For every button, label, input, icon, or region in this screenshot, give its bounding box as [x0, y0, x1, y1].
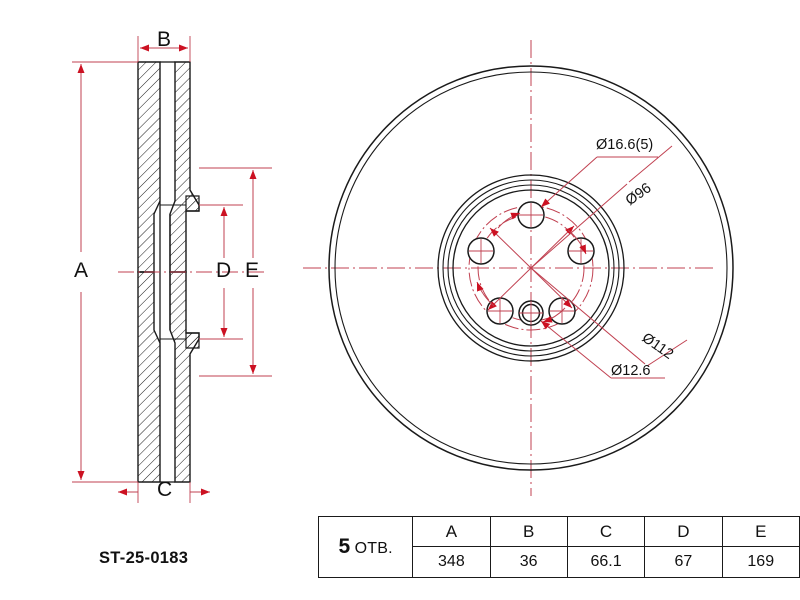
value-b: 36 — [489, 546, 568, 578]
table-value-row: 348 36 66.1 67 169 — [319, 546, 800, 578]
disc-outer-chamfer-circle — [334, 71, 728, 465]
holes-count-number: 5 — [338, 535, 351, 558]
dimension-a — [72, 61, 138, 483]
value-c: 66.1 — [566, 546, 646, 578]
dimension-b — [137, 36, 191, 62]
value-a: 348 — [412, 546, 491, 578]
callout-locating-hole: Ø12.6 — [611, 363, 651, 379]
table-header-row: 5 ОТВ. A B C D E — [317, 516, 800, 578]
section-hat-flange-lower — [185, 332, 200, 349]
hat-ring-outer — [437, 174, 625, 362]
dimension-d — [199, 204, 243, 340]
value-e: 169 — [721, 546, 800, 578]
holes-count-cell: 5 ОТВ. — [317, 516, 414, 578]
dimension-label-b: B — [157, 28, 172, 51]
hat-ring-2 — [442, 179, 620, 357]
specification-table: 5 ОТВ. A B C D E 348 36 66.1 67 169 — [317, 516, 800, 578]
hat-ring-inner — [452, 189, 610, 347]
dimension-label-c: C — [157, 478, 173, 501]
column-header-c: C — [566, 516, 646, 547]
dimension-label-a: A — [74, 259, 89, 282]
locating-hole-group — [518, 300, 544, 326]
dimension-label-e: E — [245, 259, 260, 282]
dimension-e — [199, 167, 272, 377]
front-circular-view — [303, 40, 734, 496]
radial-dimension-arrows — [476, 183, 646, 365]
section-outer-wall-lower — [137, 271, 161, 483]
dimension-c — [118, 482, 210, 503]
dimension-label-d: D — [216, 259, 232, 282]
column-header-a: A — [412, 516, 491, 547]
section-inner-wall-lower — [169, 271, 200, 483]
section-outer-wall-upper — [137, 61, 161, 273]
holes-count-word: ОТВ. — [354, 540, 393, 557]
hat-ring-3 — [447, 184, 615, 352]
callout-bolt-holes: Ø16.6(5) — [596, 137, 654, 153]
section-hat-flange-upper — [185, 195, 200, 212]
callout-leaders — [540, 145, 688, 379]
part-number-label: ST-25-0183 — [99, 549, 189, 567]
cross-section-view — [72, 36, 272, 503]
column-header-e: E — [721, 516, 800, 547]
section-inner-wall-upper — [169, 61, 200, 273]
column-header-d: D — [644, 516, 723, 547]
disc-outer-circle — [328, 65, 734, 471]
section-internal-lines — [160, 204, 186, 340]
column-header-b: B — [489, 516, 568, 547]
value-d: 67 — [644, 546, 723, 578]
